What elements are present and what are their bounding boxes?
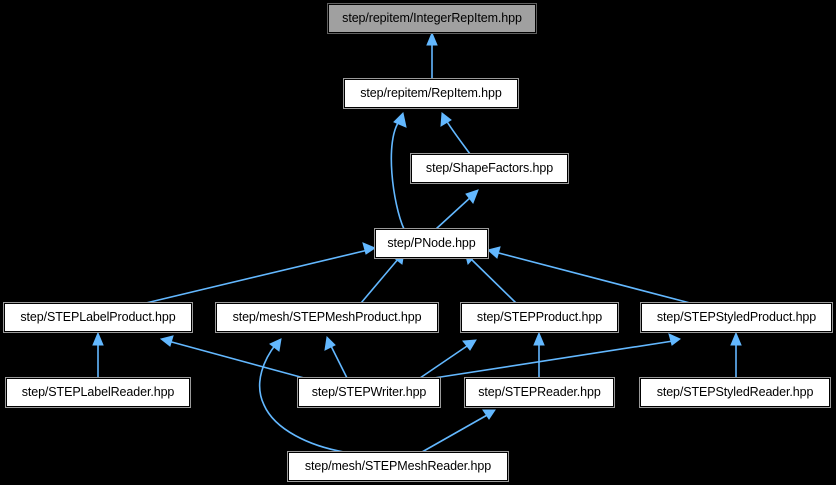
- edge-pnode-to-shapefactors: [435, 195, 473, 230]
- node-label: step/STEPLabelProduct.hpp: [20, 310, 176, 324]
- node-stepstyledreader[interactable]: step/STEPStyledReader.hpp: [639, 377, 831, 408]
- edge-stepwriter-to-stepmeshproduct: [329, 343, 348, 379]
- node-label: step/STEPLabelReader.hpp: [21, 385, 175, 399]
- arrowhead-stepmeshreader-to-stepmeshproduct: [269, 338, 282, 352]
- node-steplabelreader[interactable]: step/STEPLabelReader.hpp: [5, 377, 191, 408]
- arrowhead-stepwriter-to-steplabelproduct: [159, 335, 174, 347]
- arrowhead-steplabelreader-to-steplabelproduct: [92, 331, 104, 346]
- arrowhead-steplabelproduct-to-pnode: [362, 242, 377, 255]
- node-stepmeshreader[interactable]: step/mesh/STEPMeshReader.hpp: [287, 451, 509, 482]
- node-repitem[interactable]: step/repitem/RepItem.hpp: [343, 78, 519, 109]
- edge-stepwriter-to-steplabelproduct: [167, 340, 305, 379]
- node-stepmeshproduct[interactable]: step/mesh/STEPMeshProduct.hpp: [215, 302, 439, 333]
- node-stepstyledproduct[interactable]: step/STEPStyledProduct.hpp: [640, 302, 833, 333]
- node-stepreader[interactable]: step/STEPReader.hpp: [464, 377, 615, 408]
- arrowhead-stepwriter-to-stepproduct: [462, 339, 477, 351]
- arrowhead-pnode-to-shapefactors: [465, 189, 479, 205]
- node-stepproduct[interactable]: step/STEPProduct.hpp: [460, 302, 619, 333]
- edge-stepmeshproduct-to-pnode: [360, 257, 400, 304]
- node-label: step/mesh/STEPMeshReader.hpp: [304, 459, 492, 473]
- node-label: step/repitem/RepItem.hpp: [360, 86, 502, 100]
- edge-stepwriter-to-stepstyledproduct: [433, 340, 674, 379]
- node-steplabelproduct[interactable]: step/STEPLabelProduct.hpp: [3, 302, 193, 333]
- node-label: step/STEPProduct.hpp: [476, 310, 603, 324]
- arrowhead-stepmeshreader-to-stepreader: [482, 409, 496, 420]
- node-label: step/STEPStyledProduct.hpp: [656, 310, 817, 324]
- edge-stepwriter-to-stepproduct: [419, 343, 471, 379]
- arrowhead-stepwriter-to-stepstyledproduct: [668, 333, 681, 346]
- node-label: step/STEPStyledReader.hpp: [656, 385, 814, 399]
- node-label: step/ShapeFactors.hpp: [425, 161, 554, 175]
- edge-stepproduct-to-pnode: [469, 257, 517, 304]
- edge-pnode-to-repitem: [390, 119, 405, 230]
- edge-shapefactors-to-repitem: [445, 119, 471, 155]
- node-label: step/STEPReader.hpp: [478, 385, 601, 399]
- arrowhead-stepstyledproduct-to-pnode: [486, 246, 501, 259]
- edge-stepstyledproduct-to-pnode: [494, 251, 691, 304]
- arrowhead-shapefactors-to-repitem: [440, 112, 452, 127]
- node-pnode[interactable]: step/PNode.hpp: [374, 228, 489, 259]
- edge-stepmeshreader-to-stepreader: [421, 413, 490, 453]
- node-label: step/STEPWriter.hpp: [311, 385, 427, 399]
- arrowhead-stepwriter-to-stepmeshproduct: [324, 335, 336, 351]
- node-shapefactors[interactable]: step/ShapeFactors.hpp: [410, 153, 569, 184]
- arrowhead-stepreader-to-stepproduct: [533, 331, 545, 346]
- node-label: step/repitem/IntegerRepItem.hpp: [342, 11, 522, 25]
- arrowhead-repitem-to-integerrepitem: [426, 31, 438, 46]
- node-stepwriter[interactable]: step/STEPWriter.hpp: [297, 377, 441, 408]
- node-integerrepitem: step/repitem/IntegerRepItem.hpp: [327, 3, 537, 34]
- node-label: step/mesh/STEPMeshProduct.hpp: [232, 310, 422, 324]
- node-label: step/PNode.hpp: [387, 236, 476, 250]
- arrowhead-stepstyledreader-to-stepstyledproduct: [730, 331, 742, 346]
- arrowhead-pnode-to-repitem: [393, 111, 407, 128]
- edge-steplabelproduct-to-pnode: [145, 249, 369, 304]
